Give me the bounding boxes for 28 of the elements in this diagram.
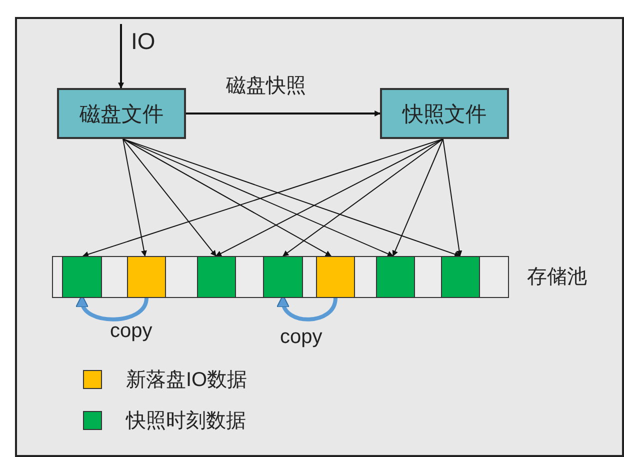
arrow [442,138,462,257]
legend-label: 快照时刻数据 [126,409,246,434]
storage-block [316,256,355,298]
arrow [122,138,216,256]
arrow [122,138,332,256]
arrow [118,24,124,89]
file-box: 磁盘文件 [57,88,186,139]
storage-block [376,256,415,298]
arrow [282,138,444,256]
pool-label: 存储池 [527,265,587,290]
storage-block [127,256,166,298]
edge-label: copy [110,320,152,343]
legend-label: 新落盘IO数据 [126,368,248,393]
storage-block [197,256,236,298]
arrow [82,138,444,258]
edge-label: 磁盘快照 [226,74,306,99]
arrow [122,138,461,258]
file-box: 快照文件 [380,88,509,139]
arrow [186,110,381,116]
storage-block [62,256,102,298]
storage-block [263,256,303,298]
edge-label: IO [131,28,156,55]
edge-label: copy [280,326,322,349]
arrow [122,138,147,257]
arrow [122,138,394,257]
arrow [392,138,444,257]
storage-block [441,256,480,298]
arrow [215,138,444,256]
